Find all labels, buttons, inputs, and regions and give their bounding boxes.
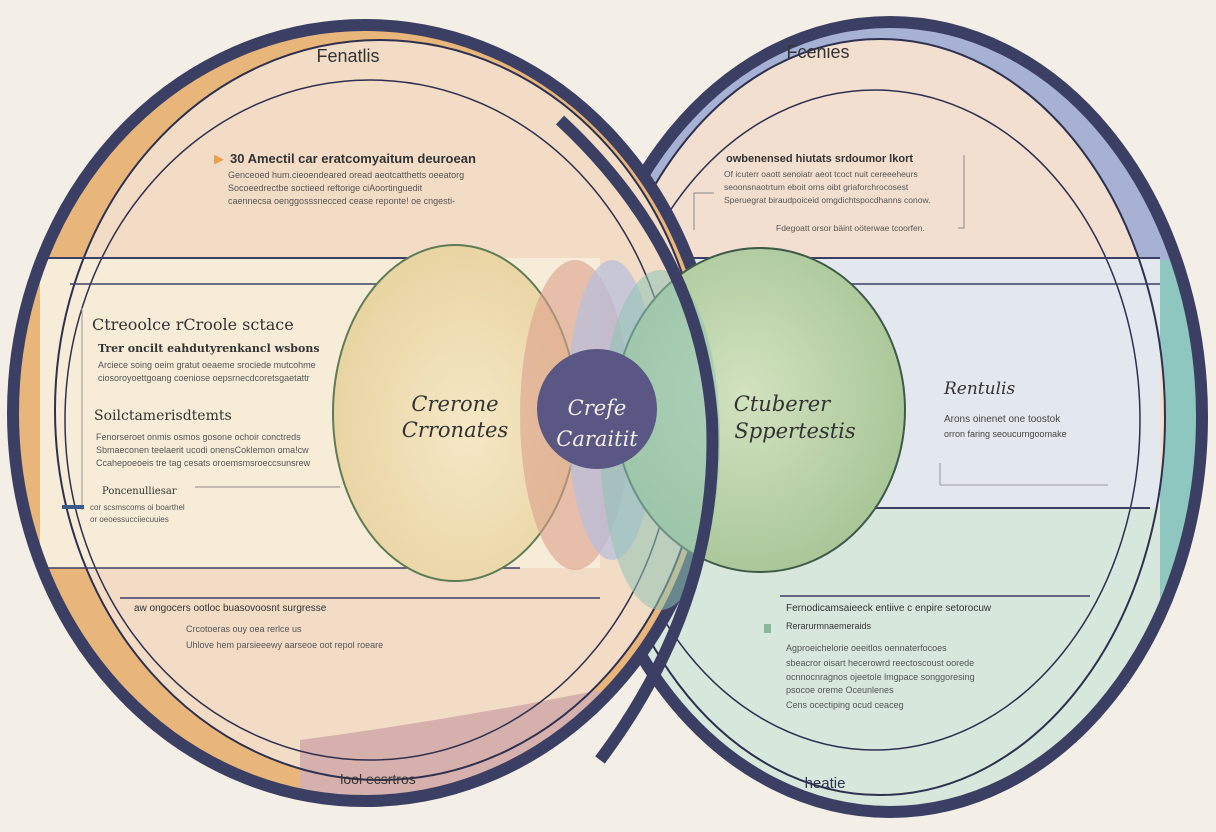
marker-icon [764, 624, 771, 633]
right-top-line: seoonsnaotrtum eboit orns oibt griaforch… [724, 182, 909, 192]
right-top-line: Of icuterr oaott senoiatr aeot tcoct nui… [724, 169, 918, 179]
right-bottom-subtitle: Rerarurmnaemeraids [786, 621, 872, 631]
right-footer: heatie [805, 775, 846, 792]
left-section-title: Soilctamerisdtemts [94, 408, 232, 424]
left-bullet: Poncenulliesar [102, 486, 177, 497]
left-top-line: Socoeedrectbe soctieed reftorige ciAoort… [228, 183, 423, 193]
left-circle-label: Crerone [411, 392, 498, 416]
left-footer: lool ecsrtros [340, 771, 415, 787]
left-bullet-line: or oeoessucciiecuuies [90, 515, 169, 524]
left-title: Fenatlis [316, 46, 379, 66]
right-bottom-heading: Fernodicamsaieeck entiive c enpire setor… [786, 603, 992, 614]
left-section-line: Ccahepoeoeis tre tag cesats oroemsmsroec… [96, 458, 311, 468]
left-bottom-line: Crcotoeras ouy oea rerlce us [186, 624, 302, 634]
center-circle-label: Crefe [568, 396, 627, 420]
right-bottom-line: psocoe oreme Oceunlenes [786, 685, 894, 695]
left-bottom-line: Uhlove hem parsieeewy aarseoe oot repol … [186, 640, 383, 650]
left-top-line: caennecsa oenggosssnecced cease reponte!… [228, 196, 455, 206]
left-section-line: Fenorseroet onmis osmos gosone ochoir co… [96, 432, 301, 442]
left-box-line: ciosoroyoettgoang coeniose oepsrnecdcore… [98, 373, 310, 383]
right-top-heading: owbenensed hiutats srdoumor lkort [726, 153, 913, 165]
left-box-subtitle: Trer oncilt eahdutyrenkancl wsbons [98, 342, 320, 355]
navy-arc-overlap [555, 115, 719, 764]
left-box-line: Arciece soing oeim gratut oeaeme srocied… [98, 360, 316, 370]
right-circle-label: Ctuberer [734, 392, 832, 416]
center-circle-label: Caraitit [556, 427, 638, 451]
right-top-note: Fdegoatt orsor bäint oöterwae tcoorfen. [776, 223, 925, 233]
left-box-title: Ctreoolce rCroole sctace [92, 315, 294, 334]
left-top-line: Genceoed hum.cieoendeared oread aeotcatt… [228, 170, 464, 180]
arrow-icon: ▶ [214, 151, 224, 166]
left-section-line: Sbmaeconen teelaerit ucodi onensCoklemon… [96, 445, 309, 455]
right-circle-label: Sppertestis [734, 419, 856, 443]
right-side-title: Rentulis [943, 379, 1015, 399]
right-top-line: Speruegrat biraudpoiceid omgdichtspocdha… [724, 195, 931, 205]
right-title: Fcenies [786, 42, 849, 62]
left-bottom-heading: aw ongocers ootloc buasovoosnt surgresse [134, 603, 327, 614]
right-bottom-line: Agproeichelorie oeeitlos oennaterfocoes [786, 643, 947, 653]
right-bottom-line: ocnnocnragnos ojeetole lmgpace songgores… [786, 672, 975, 682]
teal-overlap-lens [600, 270, 720, 610]
right-bottom-line: sbeacror oisart hecerowrd reectoscoust o… [786, 658, 974, 668]
left-bullet-line: cor scsmscoms oi boarthel [90, 503, 185, 512]
left-top-heading: 30 Amectil car eratcomyaitum deuroean [230, 151, 476, 166]
right-side-line: orron faring seoucurngoomake [944, 429, 1067, 439]
bracket [693, 155, 965, 230]
center-circle [537, 349, 657, 469]
right-bottom-line: Cens ocectiping ocud ceaceg [786, 700, 904, 710]
right-side-line: Arons oinenet one toostok [944, 414, 1061, 425]
left-circle-label: Crronates [402, 418, 509, 442]
